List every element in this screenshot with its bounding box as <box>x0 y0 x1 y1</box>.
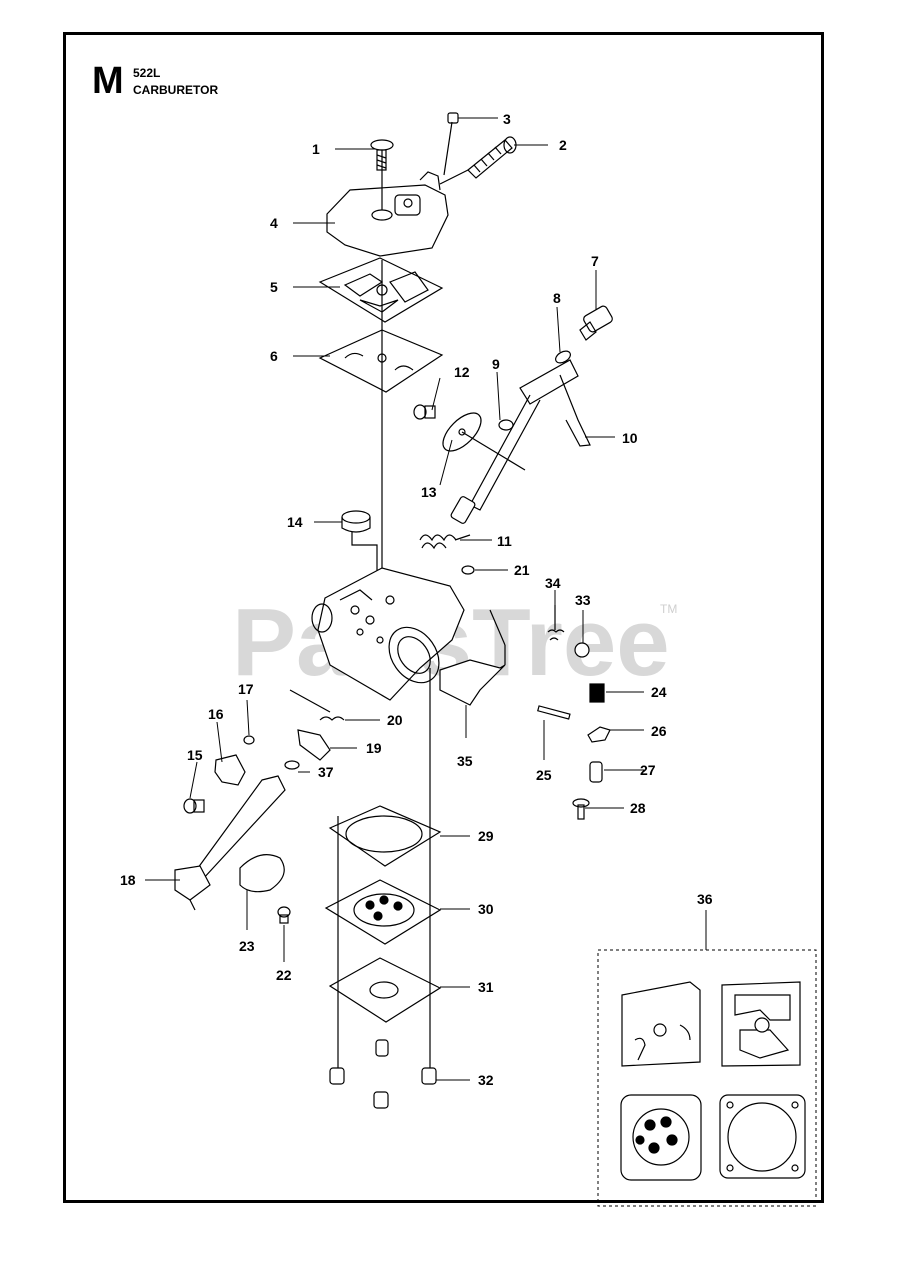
callout-33: 33 <box>575 592 591 608</box>
part-17-washer <box>243 735 255 745</box>
callout-9: 9 <box>492 356 500 372</box>
part-12-screw <box>413 404 436 420</box>
diagram-frame <box>63 32 824 1203</box>
callout-5: 5 <box>270 279 278 295</box>
part-28-screw <box>572 798 590 820</box>
part-6-diaphragm <box>318 329 444 393</box>
part-10-shaft <box>450 359 591 524</box>
callout-7: 7 <box>591 253 599 269</box>
callout-30: 30 <box>478 901 494 917</box>
part-7-fitting <box>579 305 613 341</box>
part-15-screw <box>183 798 205 814</box>
callout-23: 23 <box>239 938 255 954</box>
section-letter: M <box>92 60 124 102</box>
part-34-needle <box>547 605 565 641</box>
callout-21: 21 <box>514 562 530 578</box>
callout-24: 24 <box>651 684 667 700</box>
part-20-spring <box>319 716 345 721</box>
callout-28: 28 <box>630 800 646 816</box>
part-9-clip <box>498 419 514 431</box>
callout-14: 14 <box>287 514 303 530</box>
callout-6: 6 <box>270 348 278 364</box>
part-5-gasket <box>318 257 444 323</box>
leader-lines <box>145 117 707 1081</box>
callout-18: 18 <box>120 872 136 888</box>
callout-27: 27 <box>640 762 656 778</box>
callout-32: 32 <box>478 1072 494 1088</box>
parts-drawing <box>174 112 613 1109</box>
part-33-ball <box>574 642 590 658</box>
part-4-cover <box>326 121 453 257</box>
part-25-pin <box>537 705 571 720</box>
callout-16: 16 <box>208 706 224 722</box>
part-32-screws <box>329 1039 437 1109</box>
callout-3: 3 <box>503 111 511 127</box>
part-13-plate <box>442 412 526 471</box>
callout-31: 31 <box>478 979 494 995</box>
part-16-lever <box>214 754 246 786</box>
part-24-spring <box>589 683 605 703</box>
part-26-lever <box>587 726 611 743</box>
part-22-screw <box>277 906 291 924</box>
callout-labels: 1 2 3 4 5 6 7 8 9 10 11 12 13 14 15 16 1… <box>120 111 713 1088</box>
watermark-trademark: TM <box>660 602 677 616</box>
callout-2: 2 <box>559 137 567 153</box>
callout-36: 36 <box>697 891 713 907</box>
callout-17: 17 <box>238 681 254 697</box>
callout-11: 11 <box>497 533 512 549</box>
callout-35: 35 <box>457 753 473 769</box>
callout-25: 25 <box>536 767 552 783</box>
callout-1: 1 <box>312 141 320 157</box>
callout-37: 37 <box>318 764 334 780</box>
part-8-washer <box>555 350 571 364</box>
callout-10: 10 <box>622 430 638 446</box>
part-36-gasket-kit <box>597 949 817 1207</box>
part-27-needle <box>589 761 603 783</box>
part-30-diaphragm <box>324 879 442 945</box>
callout-8: 8 <box>553 290 561 306</box>
callout-26: 26 <box>651 723 667 739</box>
part-37-washer <box>284 760 300 770</box>
part-18-shaft <box>174 775 286 911</box>
part-23-plate <box>239 854 285 893</box>
carburetor-body <box>311 567 465 701</box>
model-number: 522L <box>133 66 161 80</box>
callout-22: 22 <box>276 967 292 983</box>
part-31-cover <box>328 957 442 1023</box>
callout-4: 4 <box>270 215 278 231</box>
part-19-lever <box>297 729 331 761</box>
part-29-gasket <box>328 805 442 867</box>
callout-19: 19 <box>366 740 382 756</box>
part-11-spring <box>419 534 471 550</box>
part-3-cap <box>447 112 459 124</box>
diagram-title: CARBURETOR <box>133 83 219 97</box>
callout-15: 15 <box>187 747 203 763</box>
part-21-washer <box>461 565 475 575</box>
callout-13: 13 <box>421 484 437 500</box>
part-35-lever <box>439 609 506 706</box>
callout-34: 34 <box>545 575 561 591</box>
callout-29: 29 <box>478 828 494 844</box>
callout-20: 20 <box>387 712 403 728</box>
part-2-screw <box>439 136 517 185</box>
callout-12: 12 <box>454 364 470 380</box>
